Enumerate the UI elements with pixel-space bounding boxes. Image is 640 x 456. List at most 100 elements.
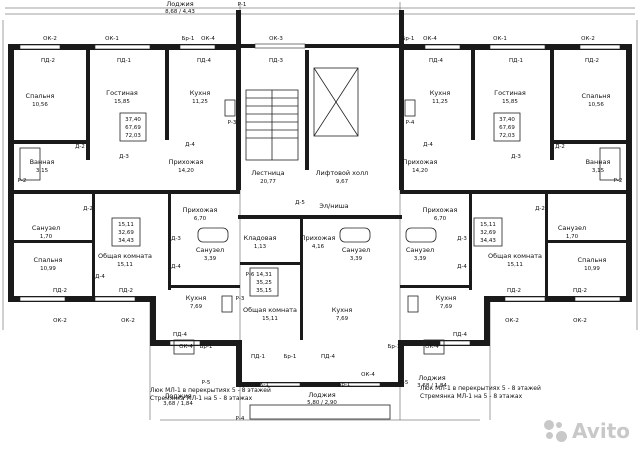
svg-text:Д-4: Д-4 [457,264,467,270]
svg-text:37,40: 37,40 [499,117,515,123]
watermark-text: Avito [572,419,630,443]
windows [19,43,621,387]
svg-text:14,31: 14,31 [256,272,272,278]
loggia-top: Лоджия [166,0,193,8]
room-wc-c: Санузел [342,246,370,254]
room-kitchen-tr: Кухня [430,89,451,97]
room-kitchen-tl: Кухня [190,89,211,97]
svg-text:ОК-2: ОК-2 [43,36,57,42]
svg-text:ОК-4: ОК-4 [425,344,439,350]
svg-text:Д-4: Д-4 [185,142,195,148]
svg-text:35,25: 35,25 [256,280,272,286]
room-bedroom-br: Спальня [578,256,607,264]
room-labels: Спальня 10,56 Гостиная 15,85 Кухня 11,25… [26,0,611,407]
svg-text:Бр-1: Бр-1 [338,382,351,388]
svg-text:4,16: 4,16 [312,244,325,250]
room-common-right: Общая комната [488,252,542,260]
svg-text:Р-4: Р-4 [236,416,245,422]
svg-text:Д-3: Д-3 [511,154,521,160]
svg-text:11,25: 11,25 [432,99,448,105]
svg-text:ПД-4: ПД-4 [197,58,211,64]
svg-text:72,03: 72,03 [125,133,141,139]
apartment-areas: 37,40 67,69 72,03 37,40 67,69 72,03 15,1… [118,117,515,294]
svg-text:ОК-4: ОК-4 [179,344,193,350]
room-bedroom-tl: Спальня [26,92,55,100]
svg-text:15,85: 15,85 [502,99,518,105]
note-hatch-left: Люк МЛ-1 в перекрытиях 5 - 8 этажей [150,387,271,394]
room-hall-ml: Прихожая [183,206,218,214]
svg-text:ПД-2: ПД-2 [573,288,587,294]
room-pantry: Кладовая [244,234,277,242]
svg-text:15,11: 15,11 [117,262,133,268]
svg-text:1,70: 1,70 [40,234,53,240]
svg-text:ОК-2: ОК-2 [121,318,135,324]
svg-text:15,11: 15,11 [118,222,134,228]
svg-text:Д-4: Д-4 [423,142,433,148]
svg-text:37,40: 37,40 [125,117,141,123]
svg-text:10,99: 10,99 [40,266,56,272]
room-bath-right: Ванная [586,158,611,166]
svg-text:10,56: 10,56 [32,102,48,108]
svg-text:ОК-2: ОК-2 [53,318,67,324]
svg-text:Р-3: Р-3 [236,296,245,302]
svg-text:10,99: 10,99 [584,266,600,272]
svg-text:ПД-2: ПД-2 [585,58,599,64]
svg-text:ОК-1: ОК-1 [105,36,119,42]
svg-text:Р-2: Р-2 [614,178,623,184]
room-living-right: Гостиная [494,89,526,97]
svg-text:ПД-2: ПД-2 [119,288,133,294]
svg-text:Р-6: Р-6 [246,272,255,278]
svg-text:32,69: 32,69 [118,230,134,236]
svg-text:10,56: 10,56 [588,102,604,108]
svg-text:Д-4: Д-4 [171,264,181,270]
svg-text:3,39: 3,39 [204,256,217,262]
svg-text:34,43: 34,43 [480,238,496,244]
svg-text:ПД-1: ПД-1 [117,58,131,64]
svg-text:7,69: 7,69 [440,304,453,310]
loggia-bottom: Лоджия [308,391,335,399]
svg-text:3,68 / 1,84: 3,68 / 1,84 [163,401,193,407]
room-hall-mr: Прихожая [423,206,458,214]
room-lift-hall: Лифтовой холл [316,169,369,177]
svg-text:ОК-4: ОК-4 [201,36,215,42]
room-kitchen-bl: Кухня [186,294,207,302]
svg-text:ОК-2: ОК-2 [581,36,595,42]
room-kitchen-br: Кухня [436,294,457,302]
note-ladder-right: Стремянка МЛ-1 на 5 - 8 этажах [420,393,523,400]
room-common-c: Общая комната [243,306,297,314]
room-common-left: Общая комната [98,252,152,260]
svg-text:Бр-1: Бр-1 [284,354,297,360]
svg-text:15,11: 15,11 [507,262,523,268]
room-kitchen-c: Кухня [332,306,353,314]
svg-text:Р-4: Р-4 [406,120,415,126]
notes: Люк МЛ-1 в перекрытиях 5 - 8 этажей Стре… [150,385,541,402]
note-hatch-right: Люк МЛ-1 в перекрытиях 5 - 8 этажей [420,385,541,392]
svg-text:Бр-1: Бр-1 [388,344,401,350]
svg-text:35,15: 35,15 [256,288,272,294]
svg-text:9,67: 9,67 [336,179,349,185]
svg-text:ПД-2: ПД-2 [53,288,67,294]
svg-text:Бр-1: Бр-1 [200,344,213,350]
svg-text:Д-2: Д-2 [535,206,545,212]
svg-text:ОК-3: ОК-3 [269,36,283,42]
svg-text:Р-1: Р-1 [238,2,247,8]
svg-text:ОК-1: ОК-1 [255,382,269,388]
interior-walls [14,10,626,340]
room-shaft: Эл/ниша [319,202,348,210]
room-bedroom-bl: Спальня [34,256,63,264]
apartment-area-boxes [111,112,521,297]
svg-text:7,69: 7,69 [190,304,203,310]
note-ladder-left: Стремянка МЛ-1 на 5 - 8 этажах [150,395,253,402]
svg-text:ОК-1: ОК-1 [493,36,507,42]
svg-text:11,25: 11,25 [192,99,208,105]
svg-text:ПД-1: ПД-1 [251,354,265,360]
svg-text:67,69: 67,69 [499,125,515,131]
stair-and-lift [245,67,391,420]
svg-text:3,39: 3,39 [414,256,427,262]
room-hall-c: Прихожая [301,234,336,242]
element-tags: Р-1 ОК-2 ОК-1 Бр-1 ОК-4 ОК-3 Бр-1 ОК-4 О… [18,2,623,422]
svg-text:ОК-4: ОК-4 [423,36,437,42]
room-bath-left: Ванная [30,158,55,166]
room-wc-mr: Санузел [406,246,434,254]
